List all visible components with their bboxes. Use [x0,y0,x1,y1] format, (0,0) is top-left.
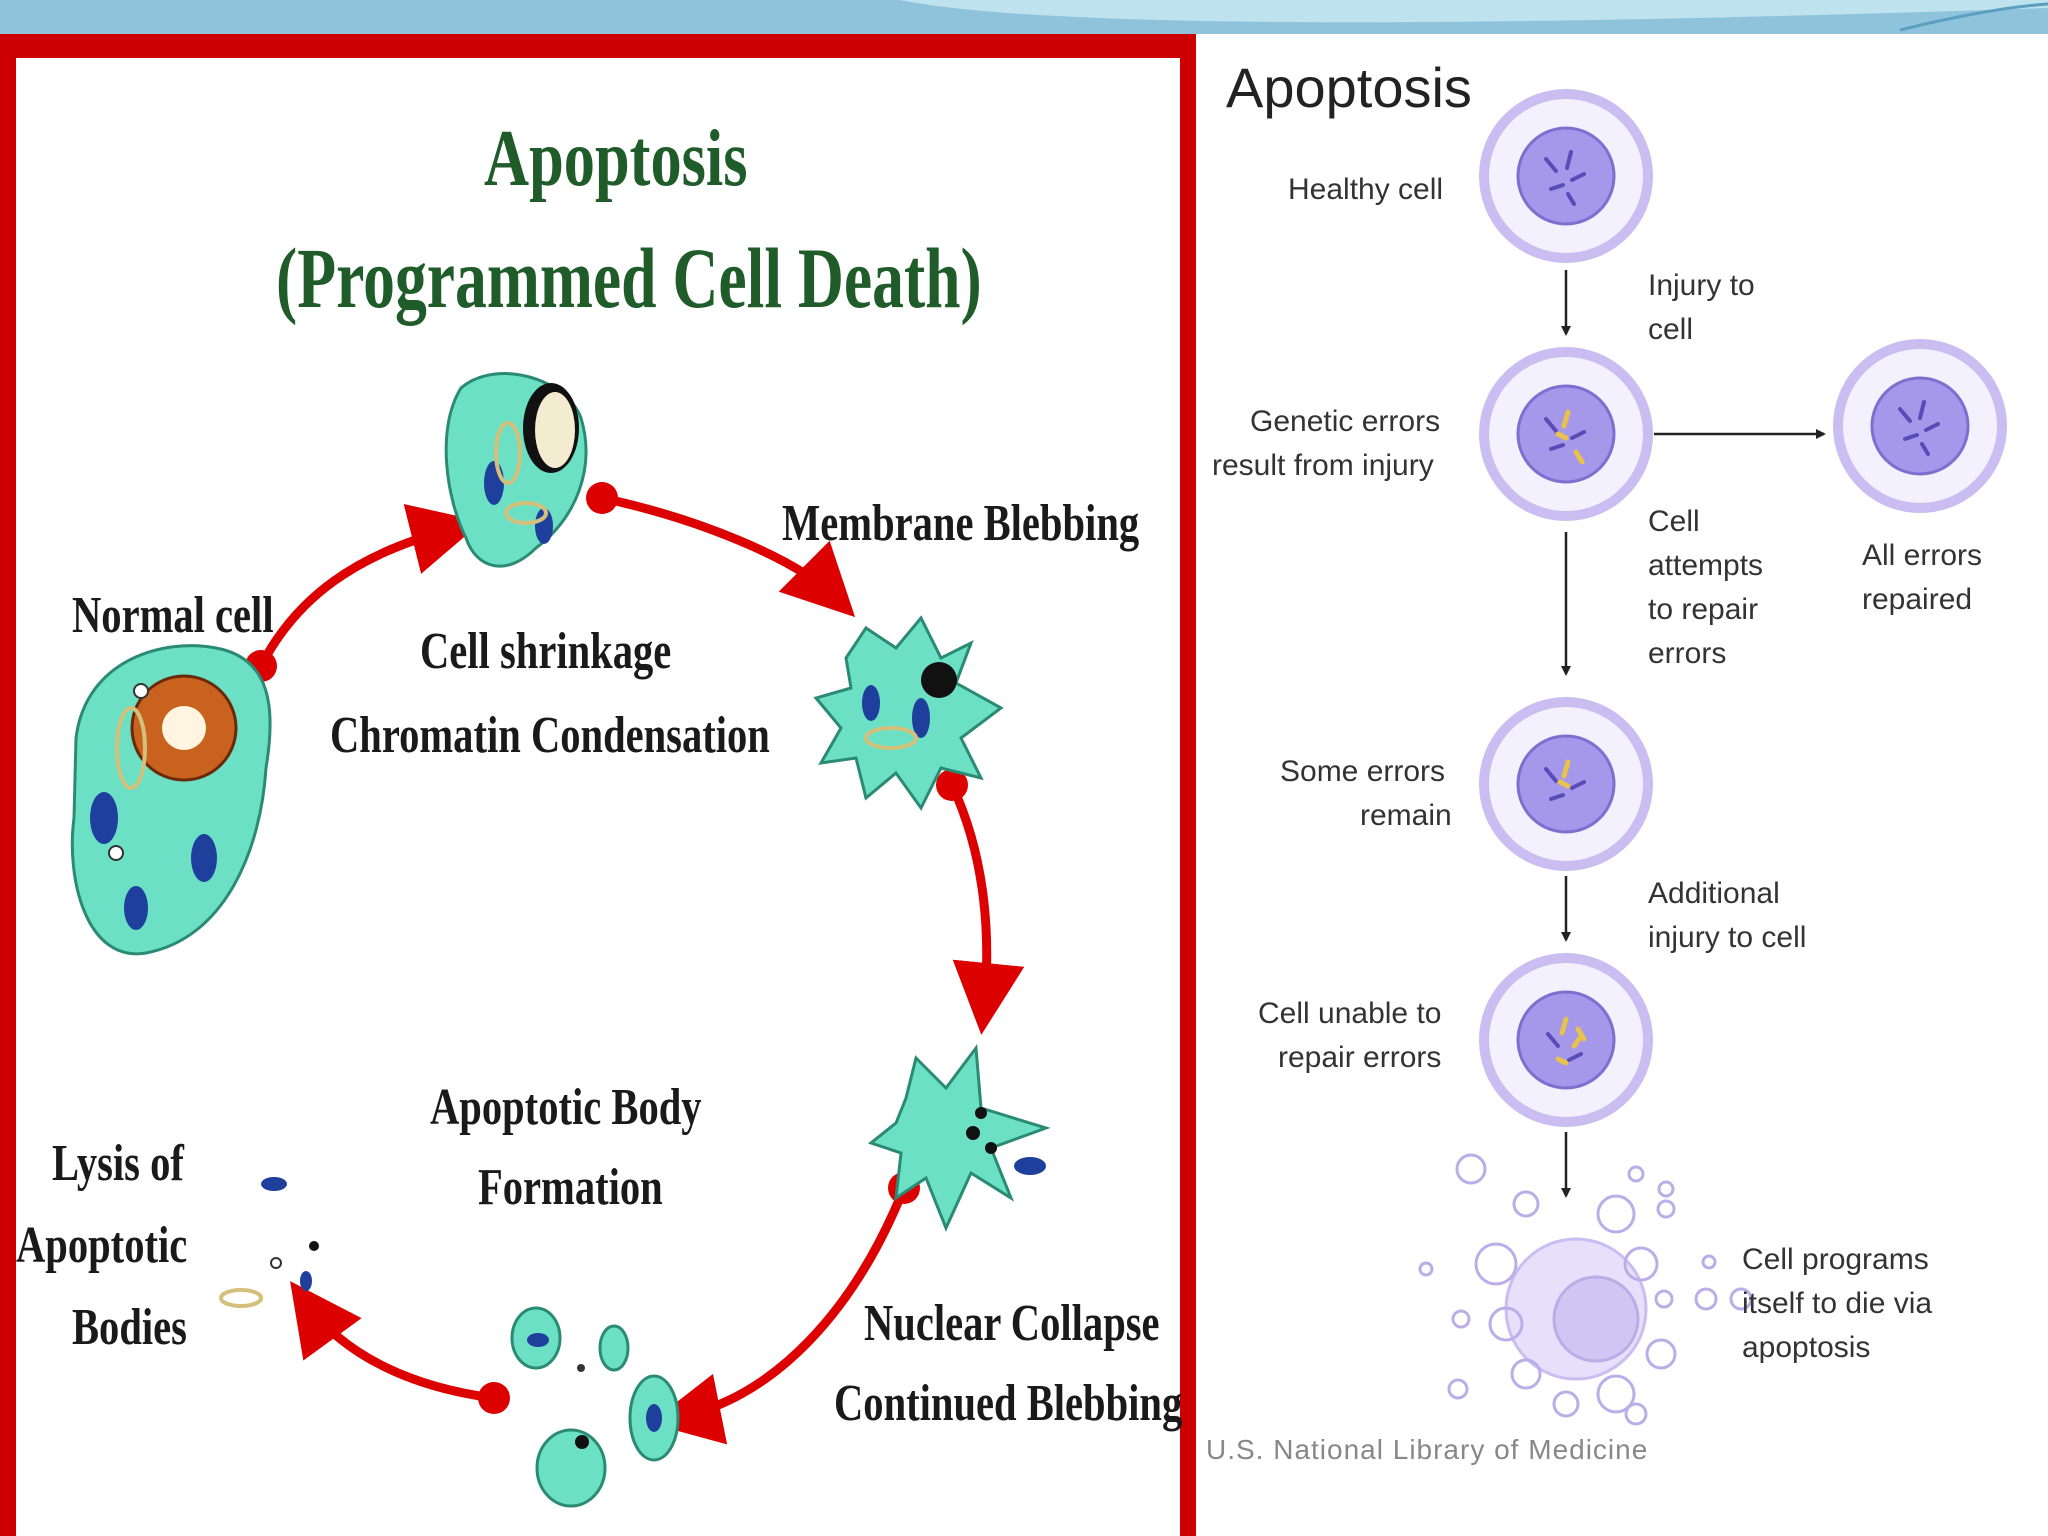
unable-to-repair-cell-icon [1479,953,1653,1127]
label-apoptotic-body: Apoptotic Body [430,1079,702,1136]
left-title-line2: (Programmed Cell Death) [276,230,982,326]
slide-top-band [0,0,2048,34]
label-genetic-line1: Genetic errors [1250,405,1441,438]
label-injury-line2: cell [1648,313,1694,346]
label-continued-blebbing: Continued Blebbing [834,1375,1183,1432]
label-unable-line1: Cell unable to [1258,997,1442,1030]
label-repaired-line2: repaired [1862,583,1973,616]
label-remain-line1: Some errors [1280,755,1446,788]
label-lysis-of: Lysis of [52,1135,184,1192]
normal-cell-illustration [70,644,272,956]
right-diagram-drawing [1418,89,2007,1426]
label-healthy-cell: Healthy cell [1288,173,1444,206]
label-normal-cell: Normal cell [72,587,274,644]
genetic-errors-cell-icon [1479,347,1653,521]
label-programs-line1: Cell programs [1742,1243,1929,1276]
arrow-collapse-to-body [649,1186,909,1445]
label-additional-line1: Additional [1648,877,1780,910]
label-remain-line2: remain [1360,799,1452,832]
arrow-normal-to-shrink [256,504,483,669]
apoptotic-cell-icon [1418,1153,1753,1426]
label-formation: Formation [478,1159,663,1216]
arrow-shrink-to-bleb [601,493,856,618]
label-membrane-blebbing: Membrane Blebbing [782,495,1140,552]
left-diagram-frame: Apoptosis (Programmed Cell Death) Normal… [0,34,1196,1536]
label-attempt-line3: to repair [1648,593,1759,626]
top-band-swoosh [900,0,2048,32]
lysis-illustration [219,1177,319,1308]
label-bodies: Bodies [72,1299,187,1356]
credit-text: U.S. National Library of Medicine [1206,1434,1649,1465]
arrow-bleb-to-collapse [947,783,1025,1035]
right-diagram: Apoptosis Healthy cell Injury to cell Ge… [1196,34,2048,1536]
label-attempt-line1: Cell [1648,505,1700,538]
blebbing-cell-illustration [813,615,1004,811]
label-programs-line2: itself to die via [1742,1287,1933,1320]
shrinking-cell-illustration [444,372,588,568]
repaired-cell-icon [1833,339,2007,513]
collapsing-cell-illustration [867,1043,1051,1232]
label-injury-line1: Injury to [1648,269,1755,302]
apoptotic-bodies-illustration [510,1306,680,1508]
label-programs-line3: apoptosis [1742,1331,1871,1364]
label-nuclear-collapse: Nuclear Collapse [864,1295,1160,1352]
right-title: Apoptosis [1226,56,1472,119]
label-attempt-line4: errors [1648,637,1727,670]
left-diagram: Apoptosis (Programmed Cell Death) Normal… [16,58,1183,1536]
label-attempt-line2: attempts [1648,549,1764,582]
label-repaired-line1: All errors [1862,539,1983,572]
left-title-line1: Apoptosis [484,115,748,203]
label-chromatin-condensation: Chromatin Condensation [330,707,770,764]
label-genetic-line2: result from injury [1212,449,1434,482]
arrow-body-to-lysis [290,1281,495,1403]
label-unable-line2: repair errors [1278,1041,1442,1074]
label-cell-shrinkage: Cell shrinkage [420,623,672,680]
label-additional-line2: injury to cell [1648,921,1807,954]
left-diagram-drawing [70,372,1051,1508]
label-apoptotic: Apoptotic [16,1217,188,1274]
errors-remain-cell-icon [1479,697,1653,871]
healthy-cell-icon [1479,89,1653,263]
